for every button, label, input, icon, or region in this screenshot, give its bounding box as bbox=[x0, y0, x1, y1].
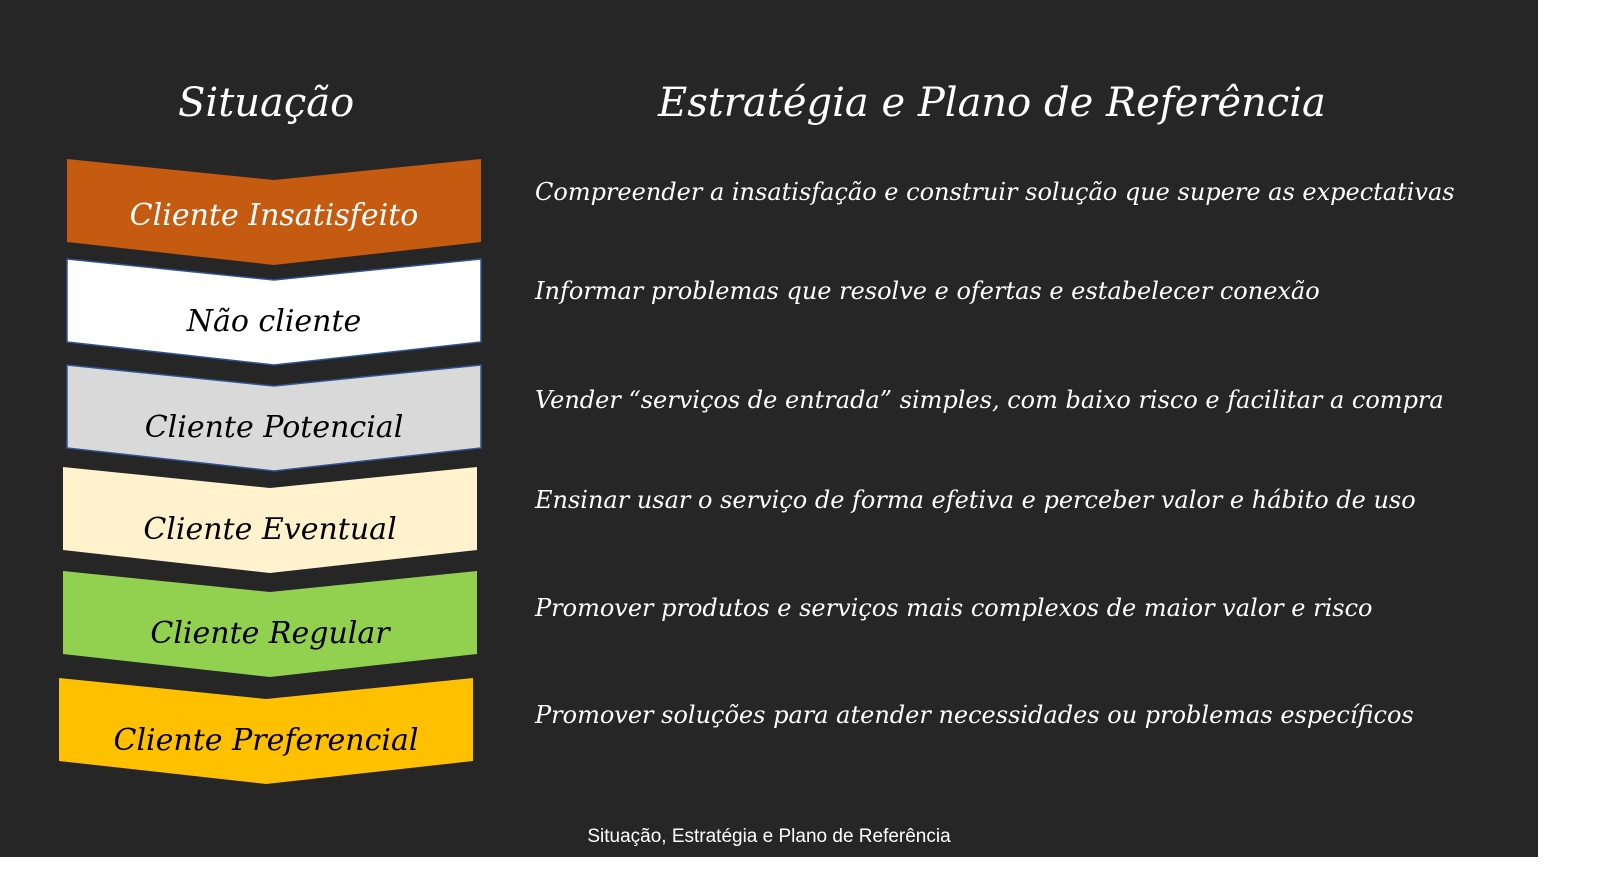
stage-chevron: Cliente Regular bbox=[62, 570, 478, 678]
chevron-shape bbox=[66, 258, 482, 366]
situation-header: Situação bbox=[178, 80, 355, 126]
stage-label: Cliente Insatisfeito bbox=[129, 198, 419, 233]
chevron-shape bbox=[67, 159, 481, 265]
stage-label: Cliente Preferencial bbox=[113, 723, 419, 758]
chevron-shape bbox=[63, 571, 477, 677]
strategy-text: Compreender a insatisfação e construir s… bbox=[535, 178, 1455, 206]
stage-label: Cliente Potencial bbox=[144, 410, 404, 445]
strategy-header: Estratégia e Plano de Referência bbox=[658, 80, 1326, 126]
stage-chevron: Cliente Potencial bbox=[66, 364, 482, 472]
chevron-shape bbox=[63, 467, 477, 573]
stage-chevron: Cliente Preferencial bbox=[58, 677, 474, 785]
strategy-text: Informar problemas que resolve e ofertas… bbox=[535, 277, 1320, 305]
stage-chevron: Cliente Eventual bbox=[62, 466, 478, 574]
chevron-shape bbox=[66, 364, 482, 472]
strategy-text: Promover produtos e serviços mais comple… bbox=[535, 594, 1373, 622]
footer-caption: Situação, Estratégia e Plano de Referênc… bbox=[587, 826, 951, 847]
chevron-shape bbox=[59, 678, 473, 784]
stage-label: Não cliente bbox=[186, 304, 362, 339]
stage-chevron: Cliente Insatisfeito bbox=[66, 158, 482, 266]
slide: Situação Estratégia e Plano de Referênci… bbox=[0, 0, 1538, 857]
strategy-text: Vender “serviços de entrada” simples, co… bbox=[535, 386, 1444, 414]
stage-chevron: Não cliente bbox=[66, 258, 482, 366]
strategy-text: Ensinar usar o serviço de forma efetiva … bbox=[535, 486, 1416, 514]
strategy-text: Promover soluções para atender necessida… bbox=[535, 701, 1414, 729]
stage-label: Cliente Regular bbox=[150, 616, 390, 651]
stage-label: Cliente Eventual bbox=[143, 512, 397, 547]
